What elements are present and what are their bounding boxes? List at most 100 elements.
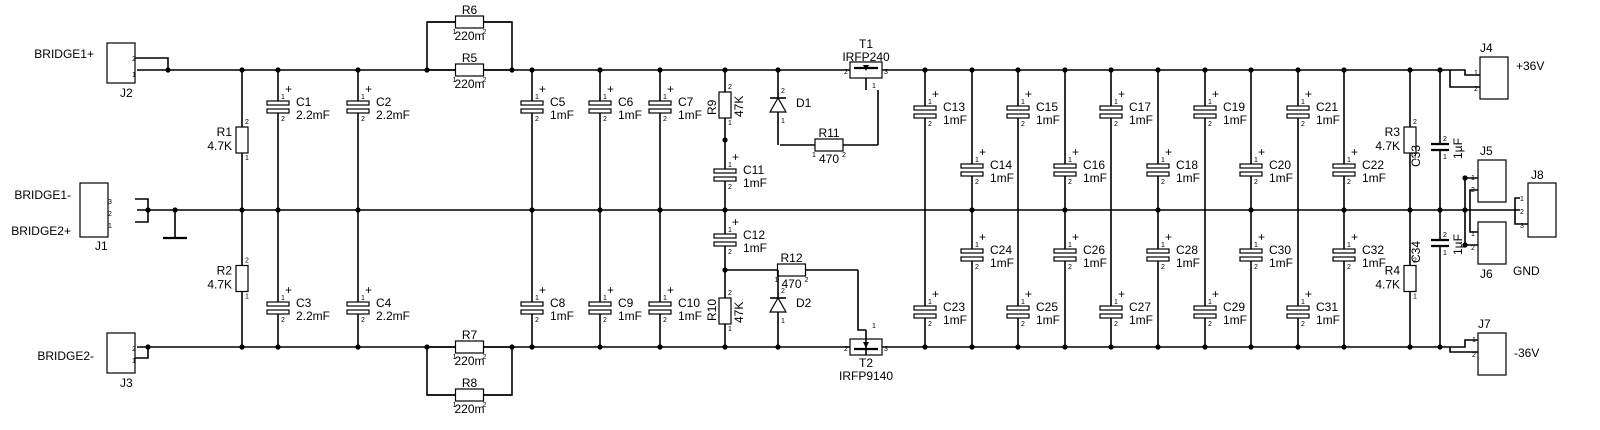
- resistor-body: [454, 15, 485, 29]
- pin-number: 2: [132, 56, 136, 63]
- junction-dot: [657, 344, 663, 350]
- resistor-ref: R2: [217, 264, 233, 278]
- capacitor-plate-positive: [1239, 163, 1263, 169]
- capacitor-plate-negative: [960, 171, 984, 177]
- junction-dot: [509, 344, 515, 350]
- junction-dot: [1155, 67, 1161, 73]
- pin-number: 2: [1254, 264, 1258, 271]
- pin-number: 3: [1520, 223, 1524, 230]
- capacitor-plate-positive: [960, 163, 984, 169]
- capacitor-plate-positive: [713, 168, 737, 174]
- pin-number: 1: [1208, 99, 1212, 106]
- capacitor-value: 1mF: [1362, 171, 1386, 185]
- capacitor-value: 1mF: [678, 309, 702, 323]
- junction-dot: [657, 207, 663, 213]
- connector-ref: J6: [1480, 267, 1493, 281]
- connector-ref: J5: [1480, 144, 1493, 158]
- capacitor-polarity: +: [1165, 145, 1172, 159]
- capacitor-plate-positive: [913, 105, 937, 111]
- junction-dot: [722, 67, 728, 73]
- junction-dot: [1437, 67, 1443, 73]
- pin-number: 2: [1347, 179, 1351, 186]
- pin-number: 1: [245, 294, 249, 301]
- capacitor-ref: C22: [1362, 158, 1384, 172]
- resistor-ref: R1: [217, 125, 233, 139]
- junction-dot: [1248, 67, 1254, 73]
- capacitor-plate-negative: [346, 309, 370, 315]
- capacitor-plate-negative: [588, 309, 612, 315]
- junction-dot: [239, 67, 245, 73]
- pin-number: 2: [1161, 264, 1165, 271]
- pin-number: 1: [132, 72, 136, 79]
- junction-dot: [239, 207, 245, 213]
- capacitor-plate-negative: [1099, 313, 1123, 319]
- junction-dot: [775, 344, 781, 350]
- capacitor-polarity: +: [1072, 230, 1079, 244]
- capacitor-polarity: +: [1165, 230, 1172, 244]
- junction-dot: [1341, 207, 1347, 213]
- capacitor-ref: C1: [296, 95, 312, 109]
- junction-dot: [172, 207, 178, 213]
- net-label-minus-36v: -36V: [1514, 346, 1539, 360]
- junction-dot: [145, 207, 151, 213]
- capacitor-polarity: +: [1258, 145, 1265, 159]
- connector-body: [1477, 159, 1507, 203]
- pin-number: 2: [975, 179, 979, 186]
- capacitor-polarity: +: [1025, 287, 1032, 301]
- capacitor-polarity: +: [607, 283, 614, 297]
- pin-number: 2: [1413, 119, 1417, 126]
- capacitor-ref: C13: [943, 100, 965, 114]
- pin-number: 1: [453, 77, 457, 84]
- pin-number: 1: [245, 155, 249, 162]
- junction-dot: [1407, 67, 1413, 73]
- resistor-value: 220m: [454, 77, 484, 91]
- capacitor-ref: C5: [550, 95, 566, 109]
- resistor-body: [776, 263, 807, 277]
- capacitor-plate-negative: [1193, 313, 1217, 319]
- diode-ref: D1: [796, 96, 812, 110]
- pin-number: 2: [728, 290, 732, 297]
- capacitor-ref: C25: [1036, 300, 1058, 314]
- capacitor-value: 1mF: [1223, 113, 1247, 127]
- capacitor-value: 1mF: [743, 176, 767, 190]
- pin-number: 2: [281, 317, 285, 324]
- capacitor-polarity: +: [1305, 287, 1312, 301]
- connector-body: [1477, 221, 1507, 265]
- wire: [1442, 339, 1478, 348]
- capacitor-value: 1mF: [678, 108, 702, 122]
- capacitor-value: 2.2mF: [376, 108, 410, 122]
- pin-number: 2: [483, 29, 487, 36]
- junction-dot: [657, 67, 663, 73]
- resistor-value: 4.7K: [1375, 139, 1400, 153]
- wire: [1449, 70, 1480, 88]
- pin-number: 2: [1208, 121, 1212, 128]
- pin-number: 1: [928, 299, 932, 306]
- resistor-body: [718, 91, 732, 119]
- pin-number: 1: [1068, 242, 1072, 249]
- pin-number: 2: [1347, 264, 1351, 271]
- junction-dot: [355, 67, 361, 73]
- pin-number: 1: [781, 118, 785, 125]
- capacitor-plate-positive: [1193, 305, 1217, 311]
- capacitor-plate-positive: [1146, 248, 1170, 254]
- capacitor-ref: C10: [678, 296, 700, 310]
- capacitor-ref: C2: [376, 95, 392, 109]
- pin-number: 1: [1443, 154, 1447, 161]
- capacitor-plate-negative: [520, 108, 544, 114]
- junction-dot: [1462, 207, 1468, 213]
- resistor-value: 220m: [454, 354, 484, 368]
- capacitor-ref: C11: [743, 163, 764, 177]
